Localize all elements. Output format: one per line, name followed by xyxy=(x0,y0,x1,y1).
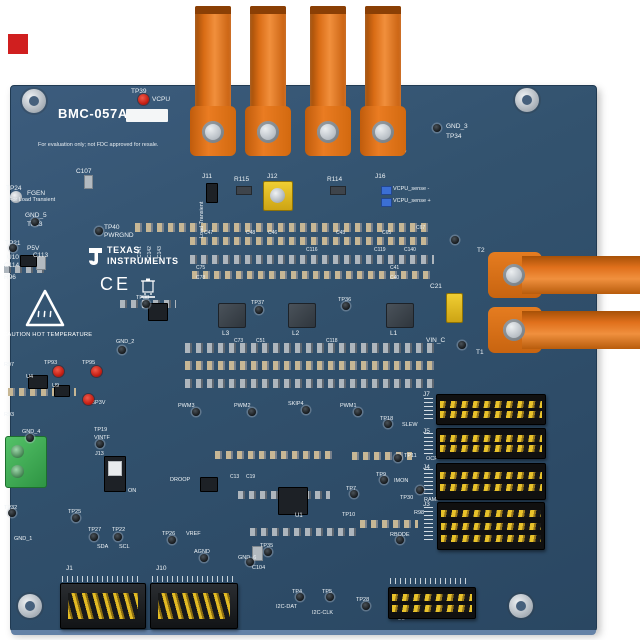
connector-t5 xyxy=(305,6,351,156)
lug-hole xyxy=(317,121,339,143)
lug-hole xyxy=(257,121,279,143)
ti-logo: TEXAS INSTRUMENTS xyxy=(88,245,179,267)
connector-j10 xyxy=(150,583,238,629)
brand-line-2: INSTRUMENTS xyxy=(107,255,179,266)
hot-surface-warning-icon xyxy=(25,289,65,327)
connector-t4 xyxy=(245,6,291,156)
connector-t6 xyxy=(360,6,406,156)
pcb-board xyxy=(10,85,597,635)
connector-t3 xyxy=(190,6,236,156)
header-j6 xyxy=(388,587,476,619)
lug-hole xyxy=(202,121,224,143)
brand-line-1: TEXAS xyxy=(107,245,141,255)
red-marker xyxy=(8,34,28,54)
header-j4 xyxy=(436,463,546,500)
connector-t2 xyxy=(488,252,640,298)
ce-mark: CE xyxy=(100,274,132,294)
terminal-j2 xyxy=(5,436,47,488)
terminal-screw xyxy=(11,465,24,478)
lug-hole xyxy=(503,319,525,341)
label-sticker xyxy=(126,109,168,122)
board-title: BMC-057A xyxy=(58,106,128,121)
lug-hole xyxy=(503,264,525,286)
terminal-screw xyxy=(11,445,24,458)
idc-pins xyxy=(68,593,138,619)
lug-hole xyxy=(372,121,394,143)
header-j5 xyxy=(436,428,546,459)
caution-text: CAUTION HOT TEMPERATURE xyxy=(3,332,93,338)
header-j7 xyxy=(436,394,546,425)
connector-t1 xyxy=(488,307,640,353)
connector-j1 xyxy=(60,583,146,629)
board-disclaimer: For evaluation only; not FDC approved fo… xyxy=(38,142,159,148)
ti-logo-icon xyxy=(89,247,102,265)
weee-bin-icon xyxy=(141,278,155,298)
idc-pins xyxy=(158,593,230,619)
pcb-edge xyxy=(11,630,596,635)
header-j3 xyxy=(437,502,545,550)
